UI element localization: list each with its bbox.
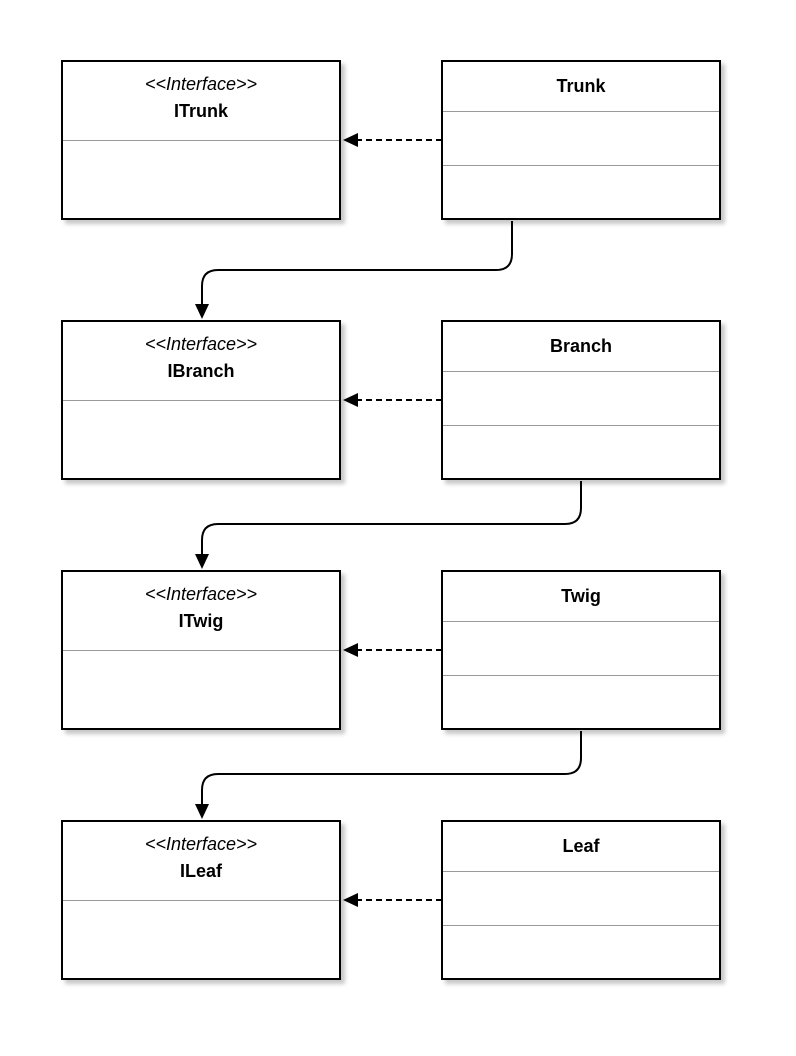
class-box-twig[interactable]: Twig xyxy=(441,570,721,730)
interface-box-ibranch[interactable]: <<Interface>> IBranch xyxy=(61,320,341,480)
class-box-leaf[interactable]: Leaf xyxy=(441,820,721,980)
class-name: Trunk xyxy=(556,76,606,96)
class-box-branch[interactable]: Branch xyxy=(441,320,721,480)
interface-stereotype: <<Interface>> xyxy=(144,74,258,94)
box-divider xyxy=(443,871,719,872)
interface-stereotype: <<Interface>> xyxy=(144,834,258,854)
class-name: Branch xyxy=(549,336,612,356)
box-divider xyxy=(443,925,719,926)
box-divider xyxy=(63,900,339,901)
box-divider xyxy=(63,400,339,401)
class-name: Leaf xyxy=(562,836,600,856)
association-arrow-branch-itwig[interactable] xyxy=(195,481,582,569)
box-divider xyxy=(443,111,719,112)
realization-arrow-leaf-ileaf[interactable] xyxy=(343,893,442,907)
interface-box-ileaf[interactable]: <<Interface>> ILeaf xyxy=(61,820,341,980)
interface-name: IBranch xyxy=(167,361,235,381)
realization-arrow-trunk-itrunk[interactable] xyxy=(343,133,442,147)
interface-name: ITwig xyxy=(178,611,224,631)
realization-arrow-twig-itwig[interactable] xyxy=(343,643,442,657)
interface-stereotype: <<Interface>> xyxy=(144,584,258,604)
association-arrow-twig-ileaf[interactable] xyxy=(195,731,582,819)
interface-name: ILeaf xyxy=(179,861,222,881)
box-divider xyxy=(443,165,719,166)
box-divider xyxy=(443,621,719,622)
class-name: Twig xyxy=(561,586,601,606)
box-divider xyxy=(443,371,719,372)
interface-box-itrunk[interactable]: <<Interface>> ITrunk xyxy=(61,60,341,220)
association-arrow-trunk-ibranch[interactable] xyxy=(195,221,513,319)
interface-box-itwig[interactable]: <<Interface>> ITwig xyxy=(61,570,341,730)
class-box-trunk[interactable]: Trunk xyxy=(441,60,721,220)
box-divider xyxy=(63,650,339,651)
box-divider xyxy=(443,425,719,426)
box-divider xyxy=(63,140,339,141)
interface-name: ITrunk xyxy=(173,101,228,121)
box-divider xyxy=(443,675,719,676)
interface-stereotype: <<Interface>> xyxy=(144,334,258,354)
realization-arrow-branch-ibranch[interactable] xyxy=(343,393,442,407)
